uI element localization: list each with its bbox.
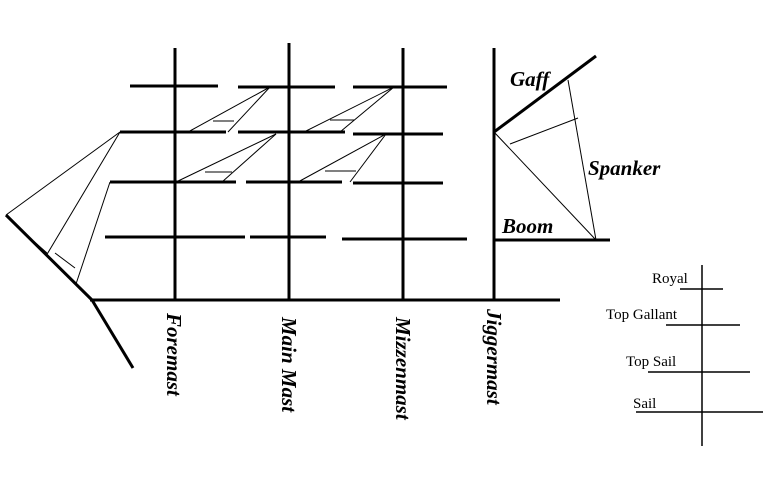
main-mast-yards	[238, 85, 345, 239]
mizzenmast-yards	[342, 85, 467, 241]
gaff-label: Gaff	[510, 67, 551, 91]
legend-top-gallant-label: Top Gallant	[606, 307, 678, 323]
bow-stem	[90, 299, 135, 369]
legend-royal-label: Royal	[652, 271, 688, 287]
legend-top-sail-label: Top Sail	[626, 354, 676, 370]
sail-legend	[636, 265, 763, 446]
mizzenmast-label: Mizzenmast	[391, 316, 415, 421]
main-mast-label: Main Mast	[277, 316, 301, 413]
spanker-label: Spanker	[588, 156, 661, 180]
foremast-yards	[105, 84, 245, 239]
rigging-thin-lines	[5, 79, 597, 285]
bowsprit	[4, 213, 94, 302]
jiggermast-label: Jiggermast	[482, 308, 506, 406]
gaff-spar	[493, 54, 597, 134]
legend-sail-label: Sail	[633, 396, 656, 412]
boom-label: Boom	[501, 214, 553, 238]
foremast-label: Foremast	[162, 312, 186, 397]
